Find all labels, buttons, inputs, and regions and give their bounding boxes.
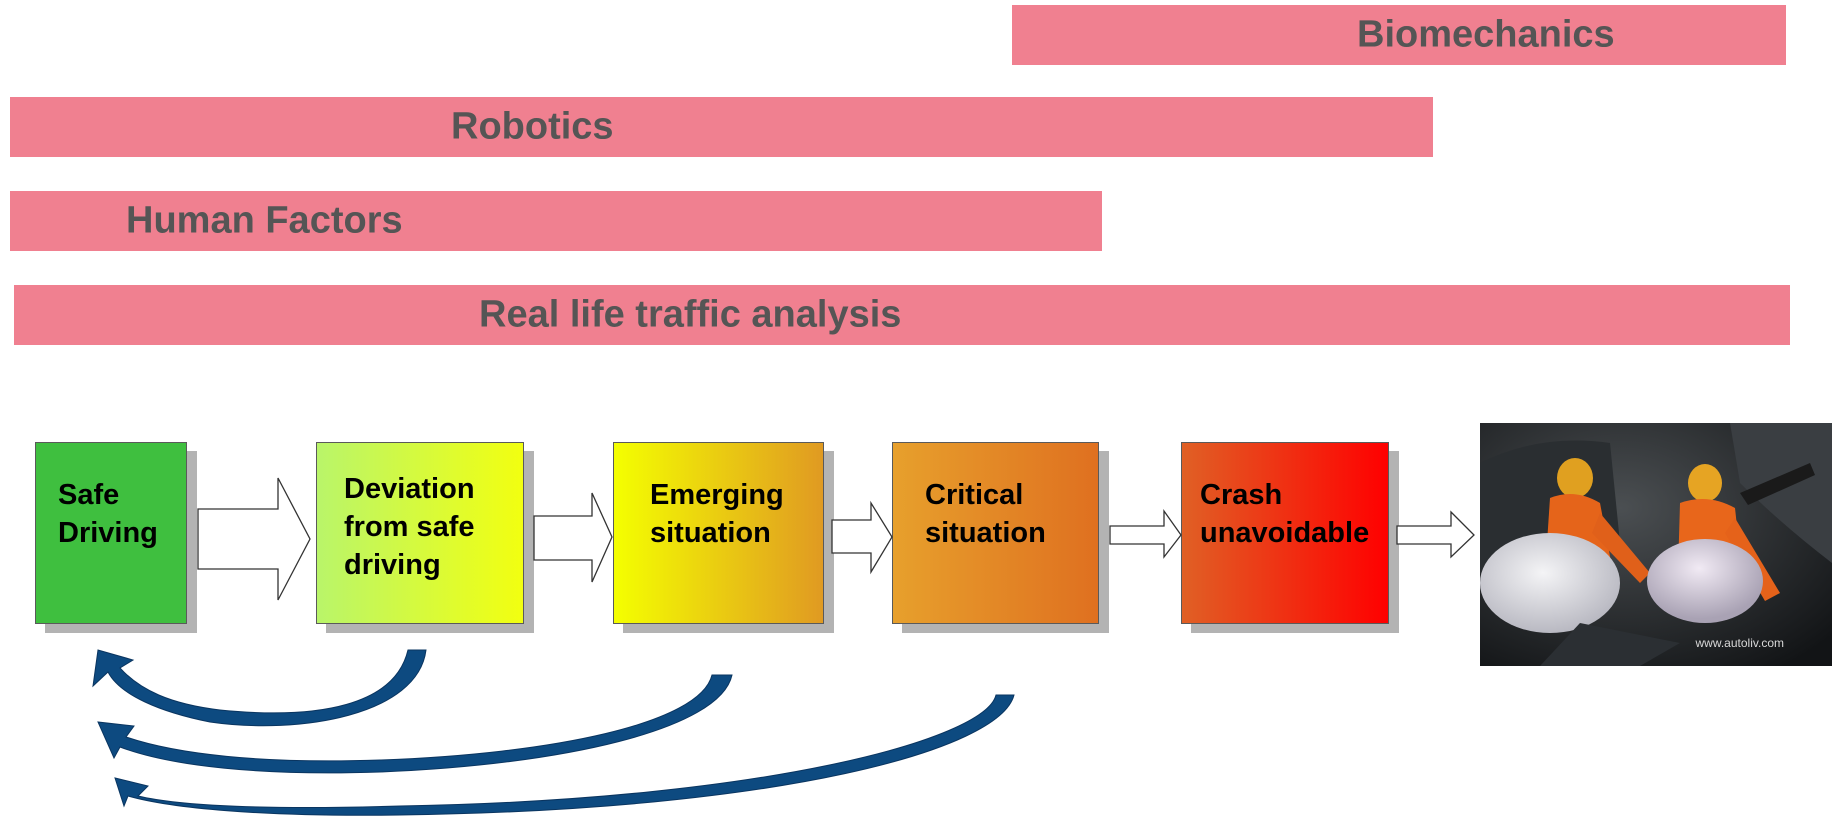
stage-deviation-label: Deviation from safe driving (344, 473, 475, 581)
band-human-factors-label: Human Factors (126, 199, 403, 242)
feedback-arrow-critical-to-safe (114, 694, 1015, 816)
stage-crash-label: Crash unavoidable (1200, 479, 1370, 549)
photo-caption: www.autoliv.com (1695, 636, 1784, 650)
band-real-life-traffic-analysis: Real life traffic analysis (14, 285, 1790, 345)
stage-critical-label: Critical situation (925, 479, 1046, 549)
band-biomechanics: Biomechanics (1012, 5, 1786, 65)
flow-arrow-5 (1396, 510, 1475, 559)
flow-arrow-3 (831, 500, 893, 575)
feedback-arrow-deviation-to-safe (92, 649, 427, 727)
stage-safe-driving-label: Safe Driving (58, 479, 158, 549)
band-real-life-label: Real life traffic analysis (479, 293, 902, 336)
band-robotics-label: Robotics (451, 105, 614, 148)
stage-emerging-label: Emerging situation (650, 479, 784, 549)
stage-emerging: Emerging situation (613, 442, 824, 624)
band-human-factors: Human Factors (10, 191, 1102, 251)
stage-critical: Critical situation (892, 442, 1099, 624)
flow-arrow-1 (197, 477, 311, 601)
stage-deviation: Deviation from safe driving (316, 442, 524, 624)
flow-arrow-4 (1109, 508, 1182, 559)
crash-test-illustration (1480, 423, 1832, 666)
stage-crash: Crash unavoidable (1181, 442, 1389, 624)
flow-arrow-2 (533, 492, 613, 583)
band-biomechanics-label: Biomechanics (1357, 13, 1615, 56)
stage-safe-driving: Safe Driving (35, 442, 187, 624)
band-robotics: Robotics (10, 97, 1433, 157)
crash-test-photo: www.autoliv.com (1480, 423, 1832, 666)
feedback-arrow-emerging-to-safe (97, 674, 733, 774)
